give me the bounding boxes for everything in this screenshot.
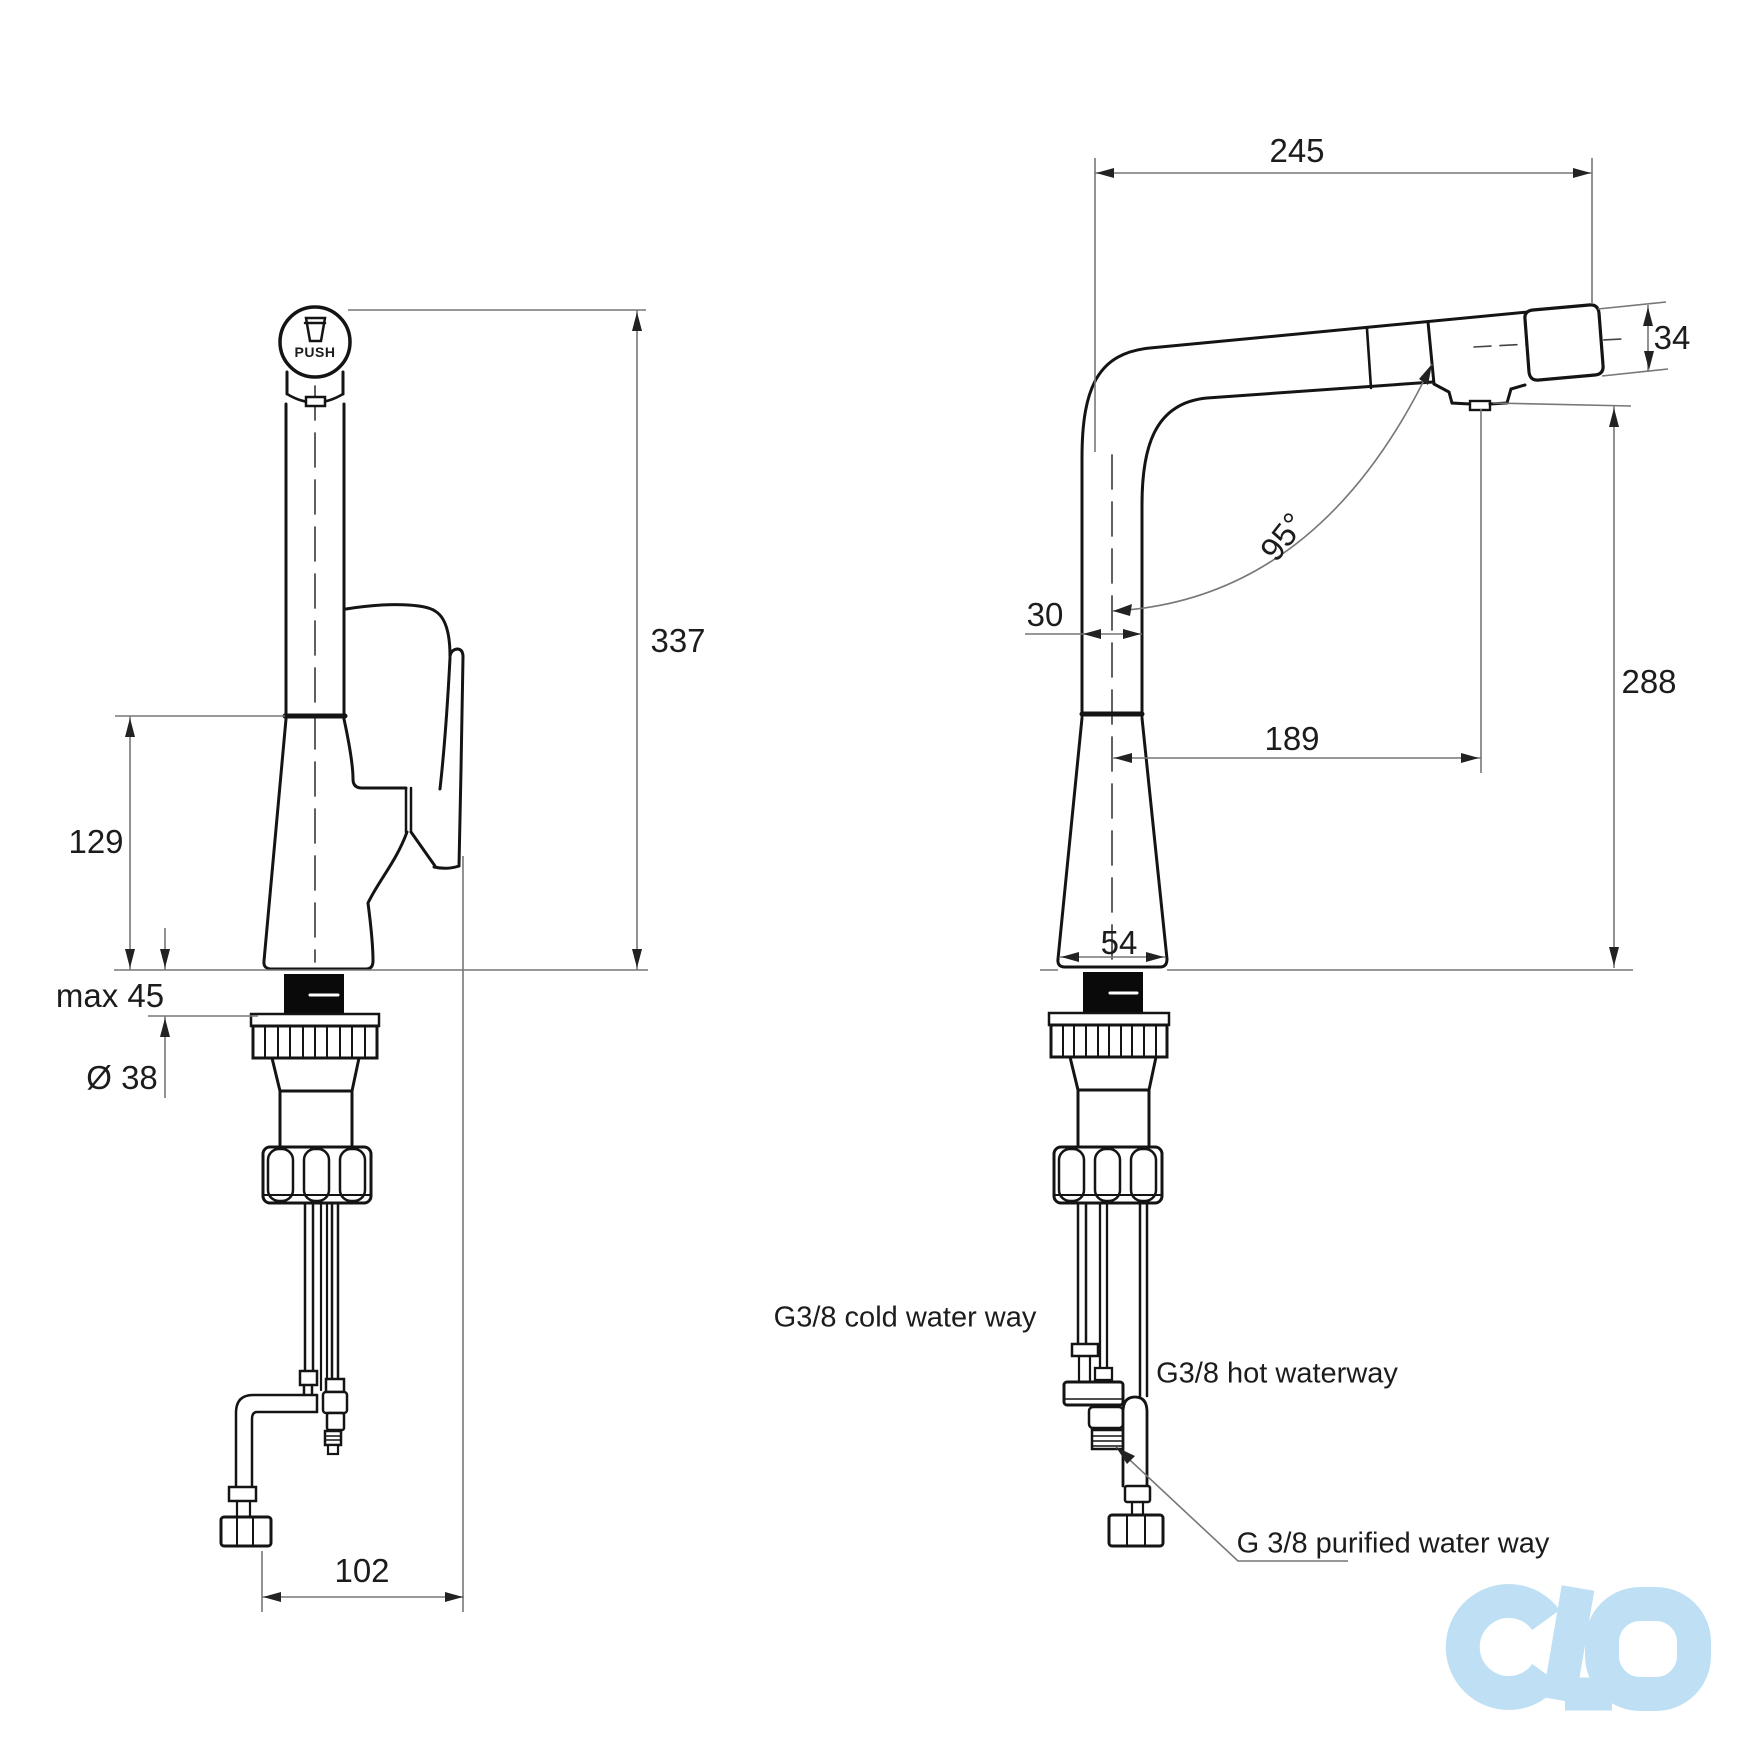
dim-spout-reach: 245 xyxy=(1269,132,1325,169)
front-hoses xyxy=(219,1201,349,1548)
dim-body-height: 129 xyxy=(68,823,124,860)
dim-column-width: 30 xyxy=(1026,596,1064,633)
side-hoses xyxy=(1062,1201,1165,1548)
spout-nub xyxy=(1468,399,1492,412)
front-view xyxy=(219,305,465,1548)
dim-base-width: 54 xyxy=(1100,924,1138,961)
aerator xyxy=(304,395,327,408)
label-cold-waterway: G3/8 cold water way xyxy=(773,1301,1037,1334)
dim-shank-diameter: Ø 38 xyxy=(86,1059,158,1096)
spray-head xyxy=(1523,303,1605,382)
label-purified-waterway: G 3/8 purified water way xyxy=(1236,1527,1550,1560)
dim-outlet-reach: 189 xyxy=(1264,720,1320,757)
dim-hose-offset: 102 xyxy=(334,1552,390,1589)
handle-lever xyxy=(344,603,465,868)
dimension-arrows xyxy=(125,168,1654,1602)
side-view xyxy=(1047,303,1623,1548)
brand-logo xyxy=(1445,1584,1711,1711)
dim-spout-diameter: 34 xyxy=(1653,319,1691,356)
dim-total-height: 337 xyxy=(650,622,706,659)
angle-arc xyxy=(1112,363,1433,612)
label-hot-waterway: G3/8 hot waterway xyxy=(1156,1357,1398,1390)
dim-outlet-height: 288 xyxy=(1621,663,1677,700)
dim-mount-thickness: max 45 xyxy=(55,977,165,1014)
push-button-label: PUSH xyxy=(294,344,336,360)
glass-icon xyxy=(303,316,327,343)
purified-leader xyxy=(1115,1446,1348,1562)
